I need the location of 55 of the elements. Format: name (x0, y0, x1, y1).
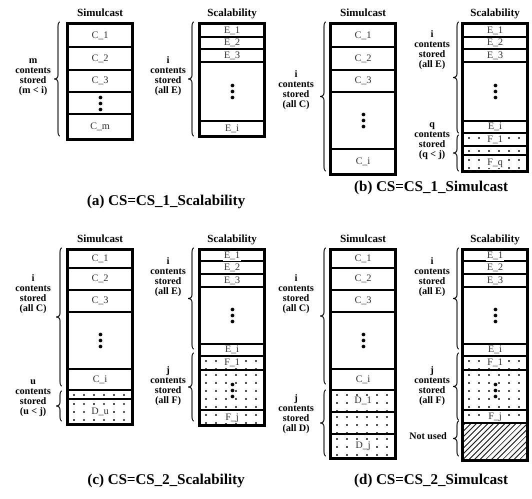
storage-slot: F_1 (201, 357, 263, 371)
column-heading: Scalability (207, 7, 257, 21)
bracket-label: i contents stored (all C) (278, 70, 314, 110)
storage-slot: E_3 (201, 50, 263, 63)
bracket-label: i contents stored (all C) (278, 274, 314, 314)
column-heading: Simulcast (77, 233, 123, 247)
storage-slot: E_i (464, 122, 526, 134)
column-heading: Simulcast (340, 233, 386, 247)
storage-slot: E_i (201, 345, 263, 357)
storage-slot: E_2 (464, 38, 526, 50)
storage-slot: F_1 (464, 357, 526, 371)
storage-slot (464, 371, 526, 411)
bracket-label: j contents stored (all F) (414, 366, 450, 406)
bracket-label: j contents stored (all F) (150, 366, 186, 406)
bracket-label: j contents stored (all D) (278, 394, 314, 434)
column-heading: Scalability (207, 233, 257, 247)
figure-caption: (c) CS=CS_2_Scalability (86, 471, 246, 489)
bracket-label: i contents stored (all C) (14, 274, 52, 314)
storage-slot: D_1 (332, 391, 394, 413)
bracket-label: u contents stored (u < j) (14, 377, 52, 417)
storage-slot: E_i (464, 345, 526, 357)
bracket-label: i contents stored (all E) (150, 257, 186, 297)
storage-slot: E_3 (464, 50, 526, 63)
bracket-label: i contents stored (all E) (150, 56, 186, 96)
bracket-label: i contents stored (all E) (414, 30, 450, 70)
column-heading: Simulcast (340, 7, 386, 21)
storage-slot (464, 147, 526, 156)
storage-slot: E_3 (464, 275, 526, 288)
bracket-label: m contents stored (m < i) (14, 56, 52, 96)
storage-slot (69, 391, 131, 400)
bracket-label: q contents stored (q < j) (414, 120, 450, 160)
bracket-label: i contents stored (all E) (414, 257, 450, 297)
column-heading: Scalability (470, 233, 520, 247)
storage-slot: F_j (464, 411, 526, 424)
storage-slot: E_1 (464, 251, 526, 262)
column-heading: Simulcast (77, 7, 123, 21)
figure-caption: (b) CS=CS_1_Simulcast (353, 178, 509, 196)
storage-slot: E_1 (201, 251, 263, 262)
storage-slot: E_3 (201, 275, 263, 288)
storage-slot (201, 371, 263, 411)
storage-slot: E_1 (201, 25, 263, 38)
storage-slot: C_1 (69, 251, 131, 269)
bracket-label: Not used (408, 432, 448, 442)
storage-slot: E_2 (464, 262, 526, 275)
storage-slot: C_1 (332, 251, 394, 269)
storage-slot (69, 93, 131, 115)
storage-slot (332, 413, 394, 435)
storage-slot: E_1 (464, 25, 526, 38)
storage-slot (464, 424, 526, 459)
storage-slot: E_2 (201, 262, 263, 275)
storage-slot: E_2 (201, 38, 263, 50)
figure-caption: (d) CS=CS_2_Simulcast (353, 471, 509, 489)
column-heading: Scalability (470, 7, 520, 21)
figure-caption: (a) CS=CS_1_Scalability (86, 192, 246, 210)
storage-slot: F_1 (464, 134, 526, 147)
